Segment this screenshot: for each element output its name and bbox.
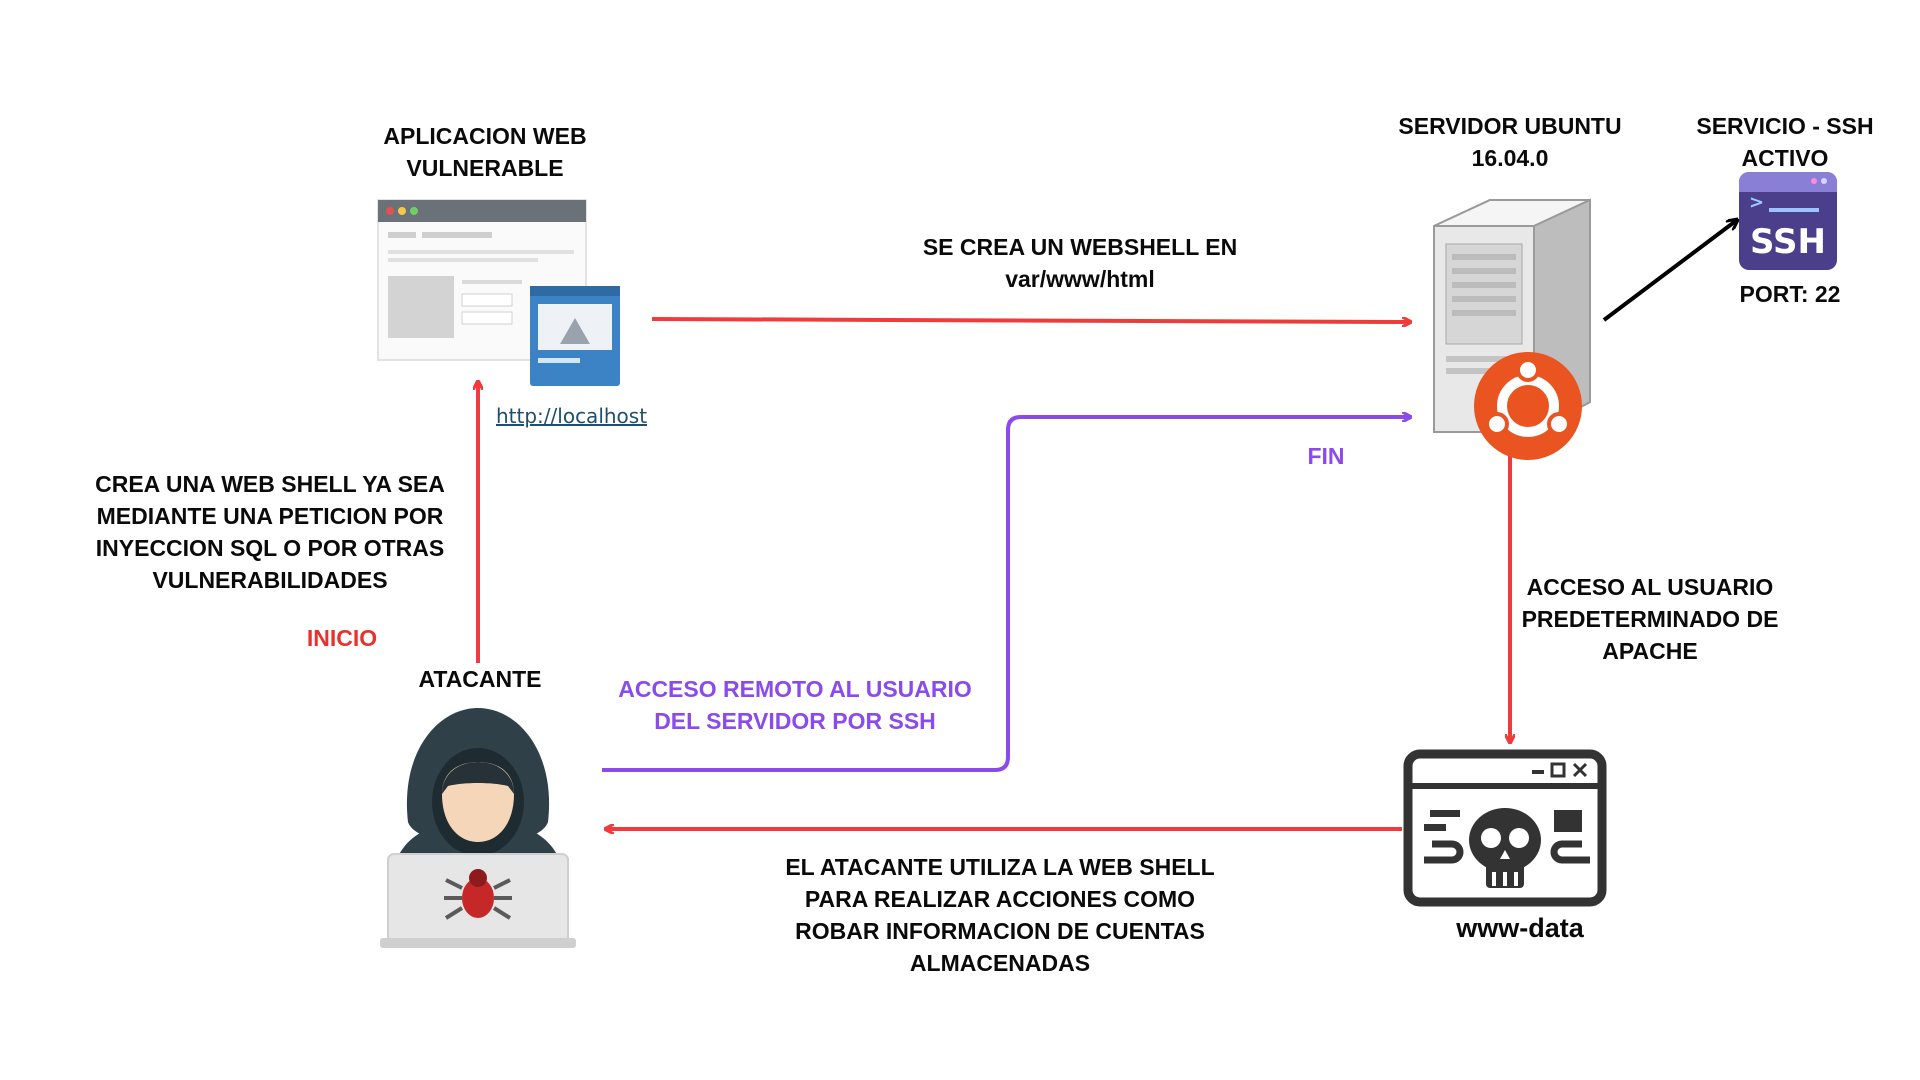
ubuntu-logo-icon <box>1474 352 1582 460</box>
ssh-service-title: SERVICIO - SSH ACTIVO <box>1696 113 1874 171</box>
webapp-url-link[interactable]: http://localhost <box>496 404 648 428</box>
ssh-port-label: PORT: 22 <box>1739 281 1841 307</box>
arrow-webapp-to-server <box>651 319 1410 322</box>
create-shell-edge-label: CREA UNA WEB SHELL YA SEA MEDIANTE UNA P… <box>95 471 445 593</box>
webapp-window-icon <box>377 199 620 386</box>
wwwdata-title: www-data <box>1456 913 1584 943</box>
skull-terminal-icon <box>1403 749 1607 907</box>
ssh-badge-icon: > SSH <box>1739 172 1837 270</box>
webshell-edge-label: SE CREA UN WEBSHELL EN var/www/html <box>922 234 1238 292</box>
webapp-title: APLICACION WEB VULNERABLE <box>383 123 587 181</box>
ssh-badge-text: SSH <box>1750 222 1826 262</box>
arrow-server-to-ssh <box>1602 220 1737 322</box>
hacker-icon <box>380 708 576 948</box>
use-shell-edge-label: EL ATACANTE UTILIZA LA WEB SHELL PARA RE… <box>785 854 1215 976</box>
fin-label: FIN <box>1307 443 1345 469</box>
attacker-title: ATACANTE <box>418 666 542 692</box>
inicio-label: INICIO <box>306 625 378 651</box>
server-title: SERVIDOR UBUNTU 16.04.0 <box>1398 113 1622 171</box>
arrow-attacker-ssh-to-server <box>602 417 1410 772</box>
ssh-access-edge-label: ACCESO REMOTO AL USUARIO DEL SERVIDOR PO… <box>618 676 972 734</box>
apache-user-edge-label: ACCESO AL USUARIO PREDETERMINADO DE APAC… <box>1521 574 1779 664</box>
